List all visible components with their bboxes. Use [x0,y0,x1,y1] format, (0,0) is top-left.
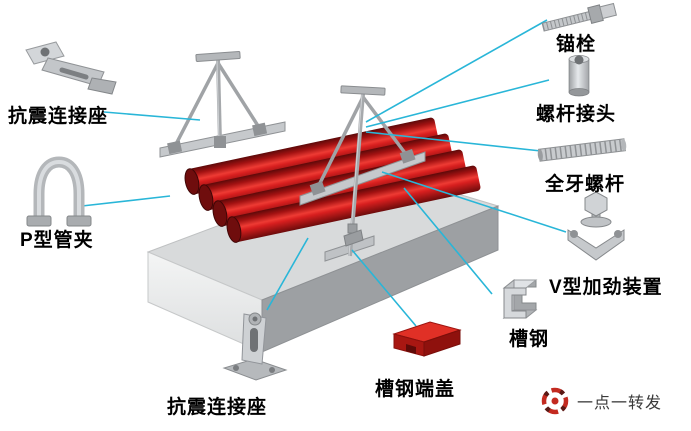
watermark-text: 一点一转发 [577,395,663,412]
callout-lines [81,19,567,327]
rod-coupling-illustration [554,50,604,98]
p-pipe-clamp-illustration [24,146,94,230]
channel-steel-illustration [486,270,548,328]
anchor-bolt-illustration [540,0,620,36]
label-rod-coupling: 螺杆接头 [536,104,617,125]
callout-line [365,131,542,152]
v-stiffener-illustration [560,190,632,270]
callout-line [103,111,201,121]
label-channel-steel: 槽钢 [509,329,550,350]
seismic-connector-bottom-illustration [216,302,292,388]
callout-line [381,171,567,233]
label-v-stiffener: V型加劲装置 [549,277,663,298]
transverse-channel-right [299,151,426,206]
callout-line [351,249,417,327]
label-anchor-bolt: 锚栓 [556,34,597,55]
callout-line [365,79,550,128]
watermark: 一点一转发 [540,386,662,416]
callout-line [403,187,493,295]
right-hanger-assembly [309,85,416,257]
callout-line [266,237,309,311]
left-hanger-assembly [167,51,268,155]
full-thread-rod-illustration [536,134,628,166]
watermark-logo-icon [541,387,569,415]
callout-line [81,195,171,207]
seismic-connector-top-illustration [20,32,120,98]
channel-end-cap-illustration [386,314,466,362]
label-full-thread-rod: 全牙螺杆 [545,174,626,195]
callout-line [365,19,548,123]
label-p-pipe-clamp: P型管夹 [20,230,94,251]
label-seismic-connector-bottom: 抗震连接座 [167,397,268,418]
label-seismic-connector-top: 抗震连接座 [8,106,109,127]
label-channel-end-cap: 槽钢端盖 [375,379,456,400]
